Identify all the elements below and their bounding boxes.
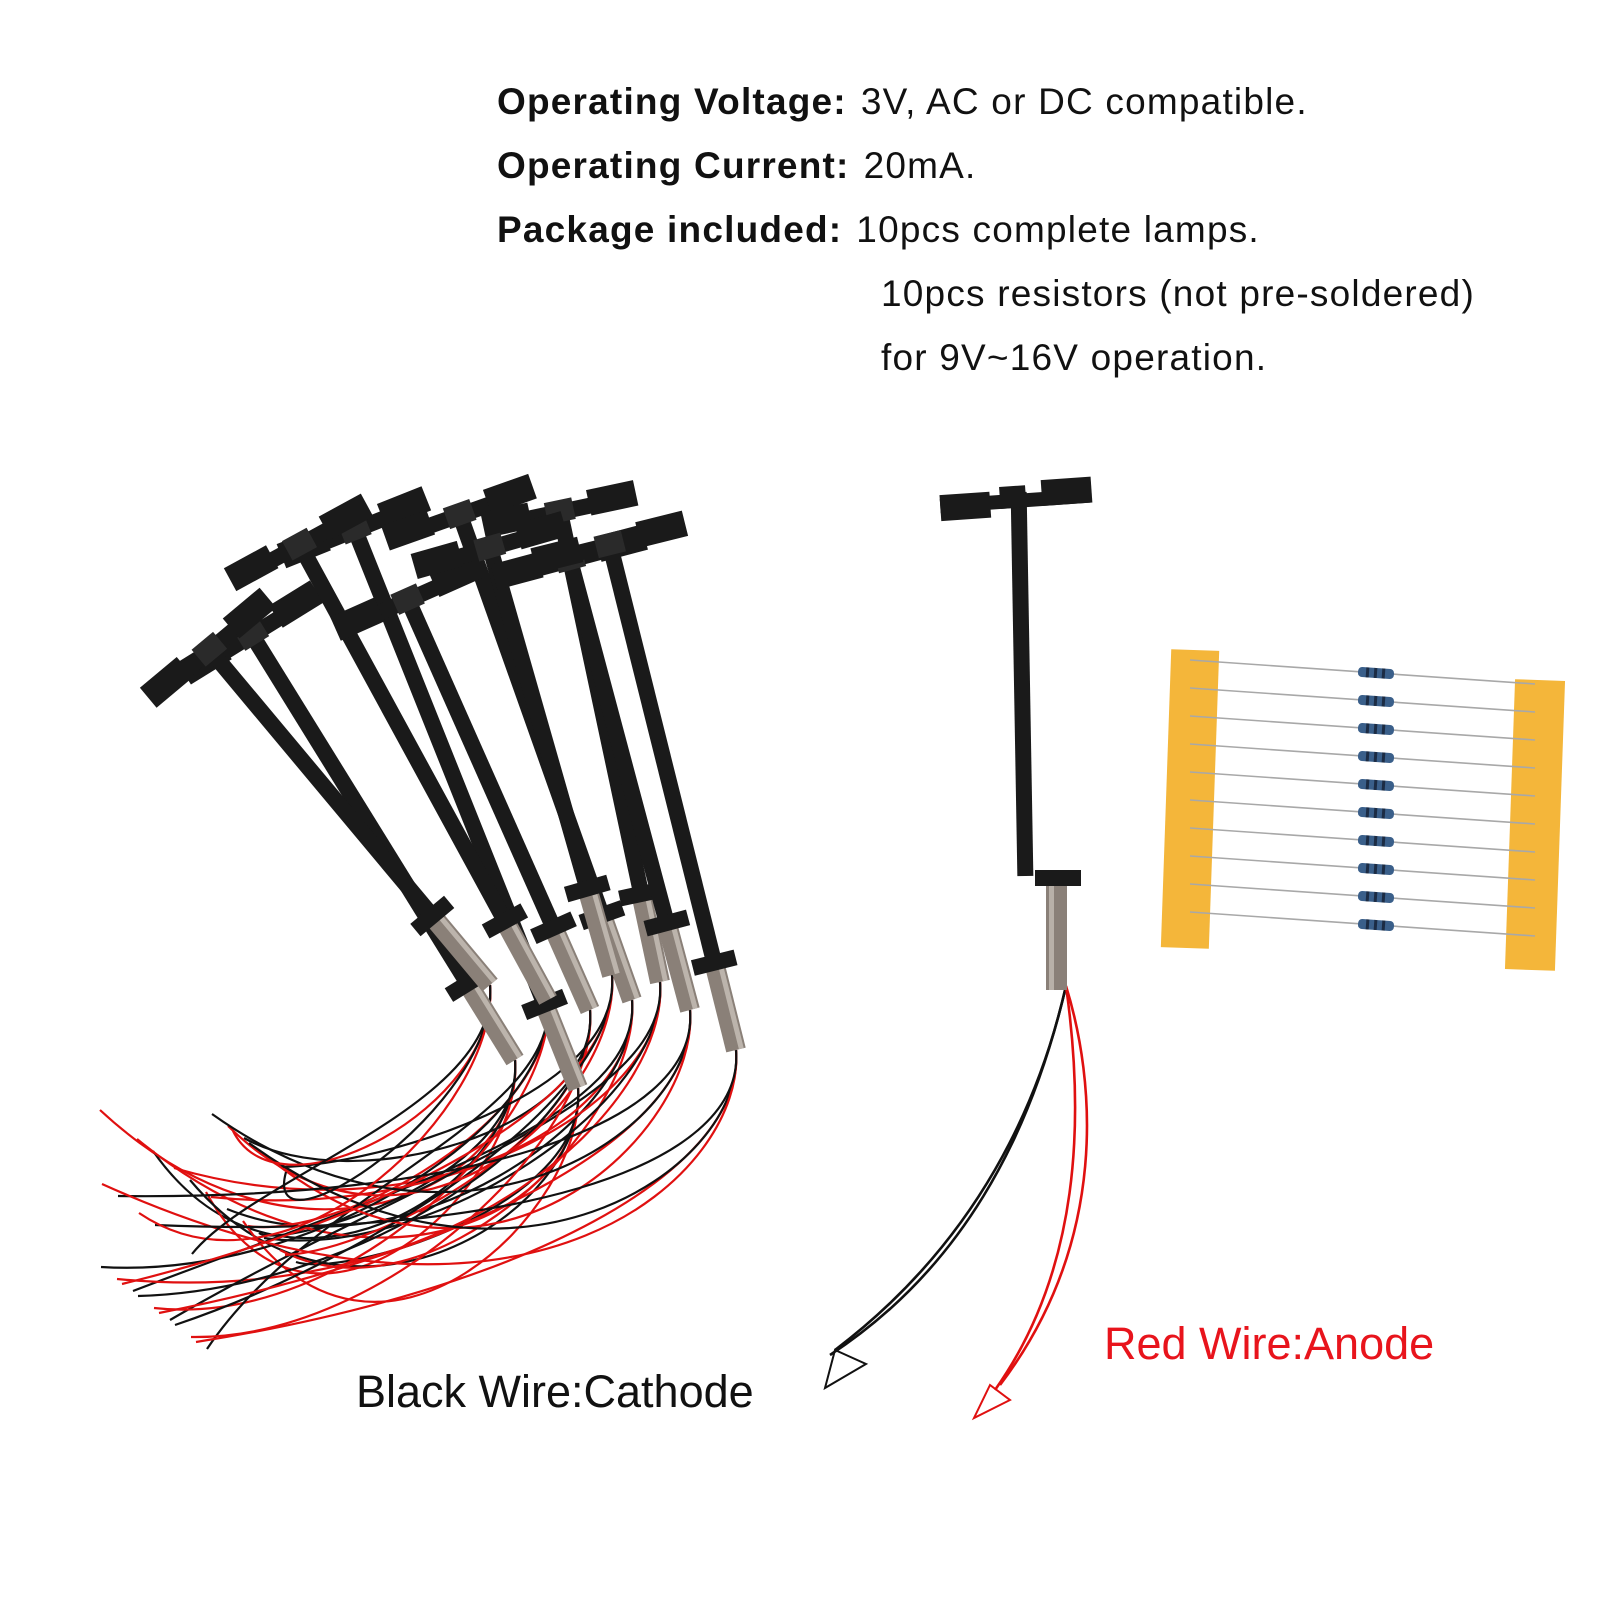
resistor	[1189, 715, 1536, 741]
spec-package-line-3: for 9V~16V operation.	[881, 337, 1268, 378]
bundle-lamp	[139, 587, 498, 992]
bundle-wire	[264, 1009, 692, 1230]
resistor	[1189, 687, 1536, 713]
bundle-wire	[243, 1009, 592, 1163]
spec-package: Package included: 10pcs complete lamps.	[497, 198, 1475, 262]
spec-voltage-label: Operating Voltage:	[497, 81, 847, 122]
bundle-wire	[191, 984, 492, 1255]
bundle-lamp	[223, 493, 557, 1005]
resistor	[1189, 659, 1536, 685]
black-wire-caption: Black Wire:Cathode	[356, 1366, 754, 1417]
resistor	[1189, 827, 1536, 853]
bundle-wire	[158, 1009, 692, 1315]
bundle-lamp	[410, 511, 622, 978]
lamp-bundle-wires	[99, 974, 738, 1350]
resistor	[1189, 771, 1536, 797]
bundle-wire	[263, 981, 662, 1242]
red-wire-caption: Red Wire:Anode	[1104, 1318, 1435, 1369]
spec-voltage-value: 3V, AC or DC compatible.	[860, 81, 1308, 122]
bundle-wire	[138, 984, 492, 1242]
lamp-bundle	[139, 473, 746, 1092]
spec-current-label: Operating Current:	[497, 145, 850, 186]
spec-package-value: 10pcs complete lamps.	[856, 209, 1260, 250]
bundle-lamp	[330, 553, 600, 1015]
resistor	[1189, 855, 1536, 881]
resistor	[1189, 883, 1536, 909]
single-lamp	[823, 476, 1093, 1421]
spec-current: Operating Current: 20mA.	[497, 134, 1475, 198]
resistor	[1189, 911, 1536, 937]
resistor-pack	[1160, 649, 1566, 971]
bundle-wire	[282, 984, 492, 1201]
spec-list: Operating Voltage: 3V, AC or DC compatib…	[497, 70, 1475, 390]
spec-package-label: Package included:	[497, 209, 843, 250]
bundle-wire	[211, 1009, 692, 1194]
bundle-wire	[101, 1049, 738, 1266]
bundle-wire	[280, 974, 614, 1169]
bundle-lamp	[530, 510, 746, 1053]
spec-voltage: Operating Voltage: 3V, AC or DC compatib…	[497, 70, 1475, 134]
spec-current-value: 20mA.	[863, 145, 977, 186]
bundle-wire	[248, 1049, 738, 1230]
resistor	[1189, 743, 1536, 769]
bundle-wire	[117, 1009, 692, 1198]
bundle-wire	[206, 999, 550, 1350]
bundle-wire	[189, 1087, 580, 1268]
bundle-wire	[190, 1009, 592, 1339]
spec-package-line-2: 10pcs resistors (not pre-soldered)	[881, 273, 1475, 314]
bundle-wire	[169, 981, 662, 1321]
bundle-wire	[242, 1087, 580, 1303]
bundle-lamp	[276, 486, 588, 1092]
resistor	[1189, 799, 1536, 825]
